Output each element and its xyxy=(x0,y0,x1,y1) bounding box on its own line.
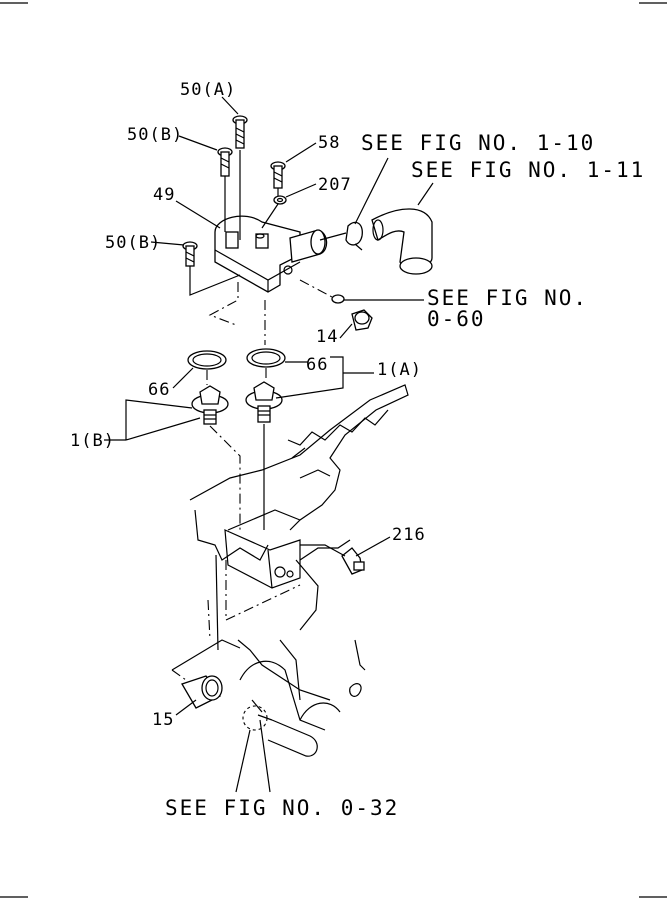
label-58: 58 xyxy=(318,133,340,153)
bolt-50a xyxy=(232,115,248,149)
leader-lines xyxy=(104,96,434,793)
label-50b-left: 50(B) xyxy=(105,233,161,253)
bolt-50b-top xyxy=(217,147,233,177)
thermostat-housing-49 xyxy=(214,215,328,293)
gasket-66-left xyxy=(187,350,227,370)
fitting-216 xyxy=(341,547,365,575)
label-207: 207 xyxy=(318,175,352,195)
washer-0-60 xyxy=(331,294,345,304)
label-1b: 1(B) xyxy=(70,431,115,451)
label-49: 49 xyxy=(153,185,175,205)
label-50b-top: 50(B) xyxy=(127,125,183,145)
radiator-hose xyxy=(371,208,433,275)
label-66-left: 66 xyxy=(148,380,170,400)
label-50a: 50(A) xyxy=(180,80,236,100)
label-15: 15 xyxy=(152,710,174,730)
ref-fig-1-11: SEE FIG NO. 1-11 xyxy=(411,158,645,182)
thermostat-1a xyxy=(245,381,283,423)
thermostat-1b xyxy=(191,385,229,425)
label-14: 14 xyxy=(316,327,338,347)
label-1a: 1(A) xyxy=(377,360,422,380)
bolt-58 xyxy=(270,161,286,189)
engine-block-drawing xyxy=(189,384,409,757)
bolt-50b-left xyxy=(182,241,198,267)
ref-fig-0-60-line1: SEE FIG NO. xyxy=(427,286,588,310)
ref-fig-1-10: SEE FIG NO. 1-10 xyxy=(361,131,595,155)
washer-207 xyxy=(273,195,287,205)
label-66-right: 66 xyxy=(306,355,328,375)
gasket-66-right xyxy=(246,348,286,368)
label-216: 216 xyxy=(392,525,426,545)
ref-fig-0-32: SEE FIG NO. 0-32 xyxy=(165,796,399,820)
ref-fig-0-60-line2: 0-60 xyxy=(427,307,486,331)
plug-14 xyxy=(351,309,373,331)
water-pipe-15 xyxy=(181,675,223,709)
assembly-lines xyxy=(171,150,346,681)
hose-clamp xyxy=(345,221,363,251)
